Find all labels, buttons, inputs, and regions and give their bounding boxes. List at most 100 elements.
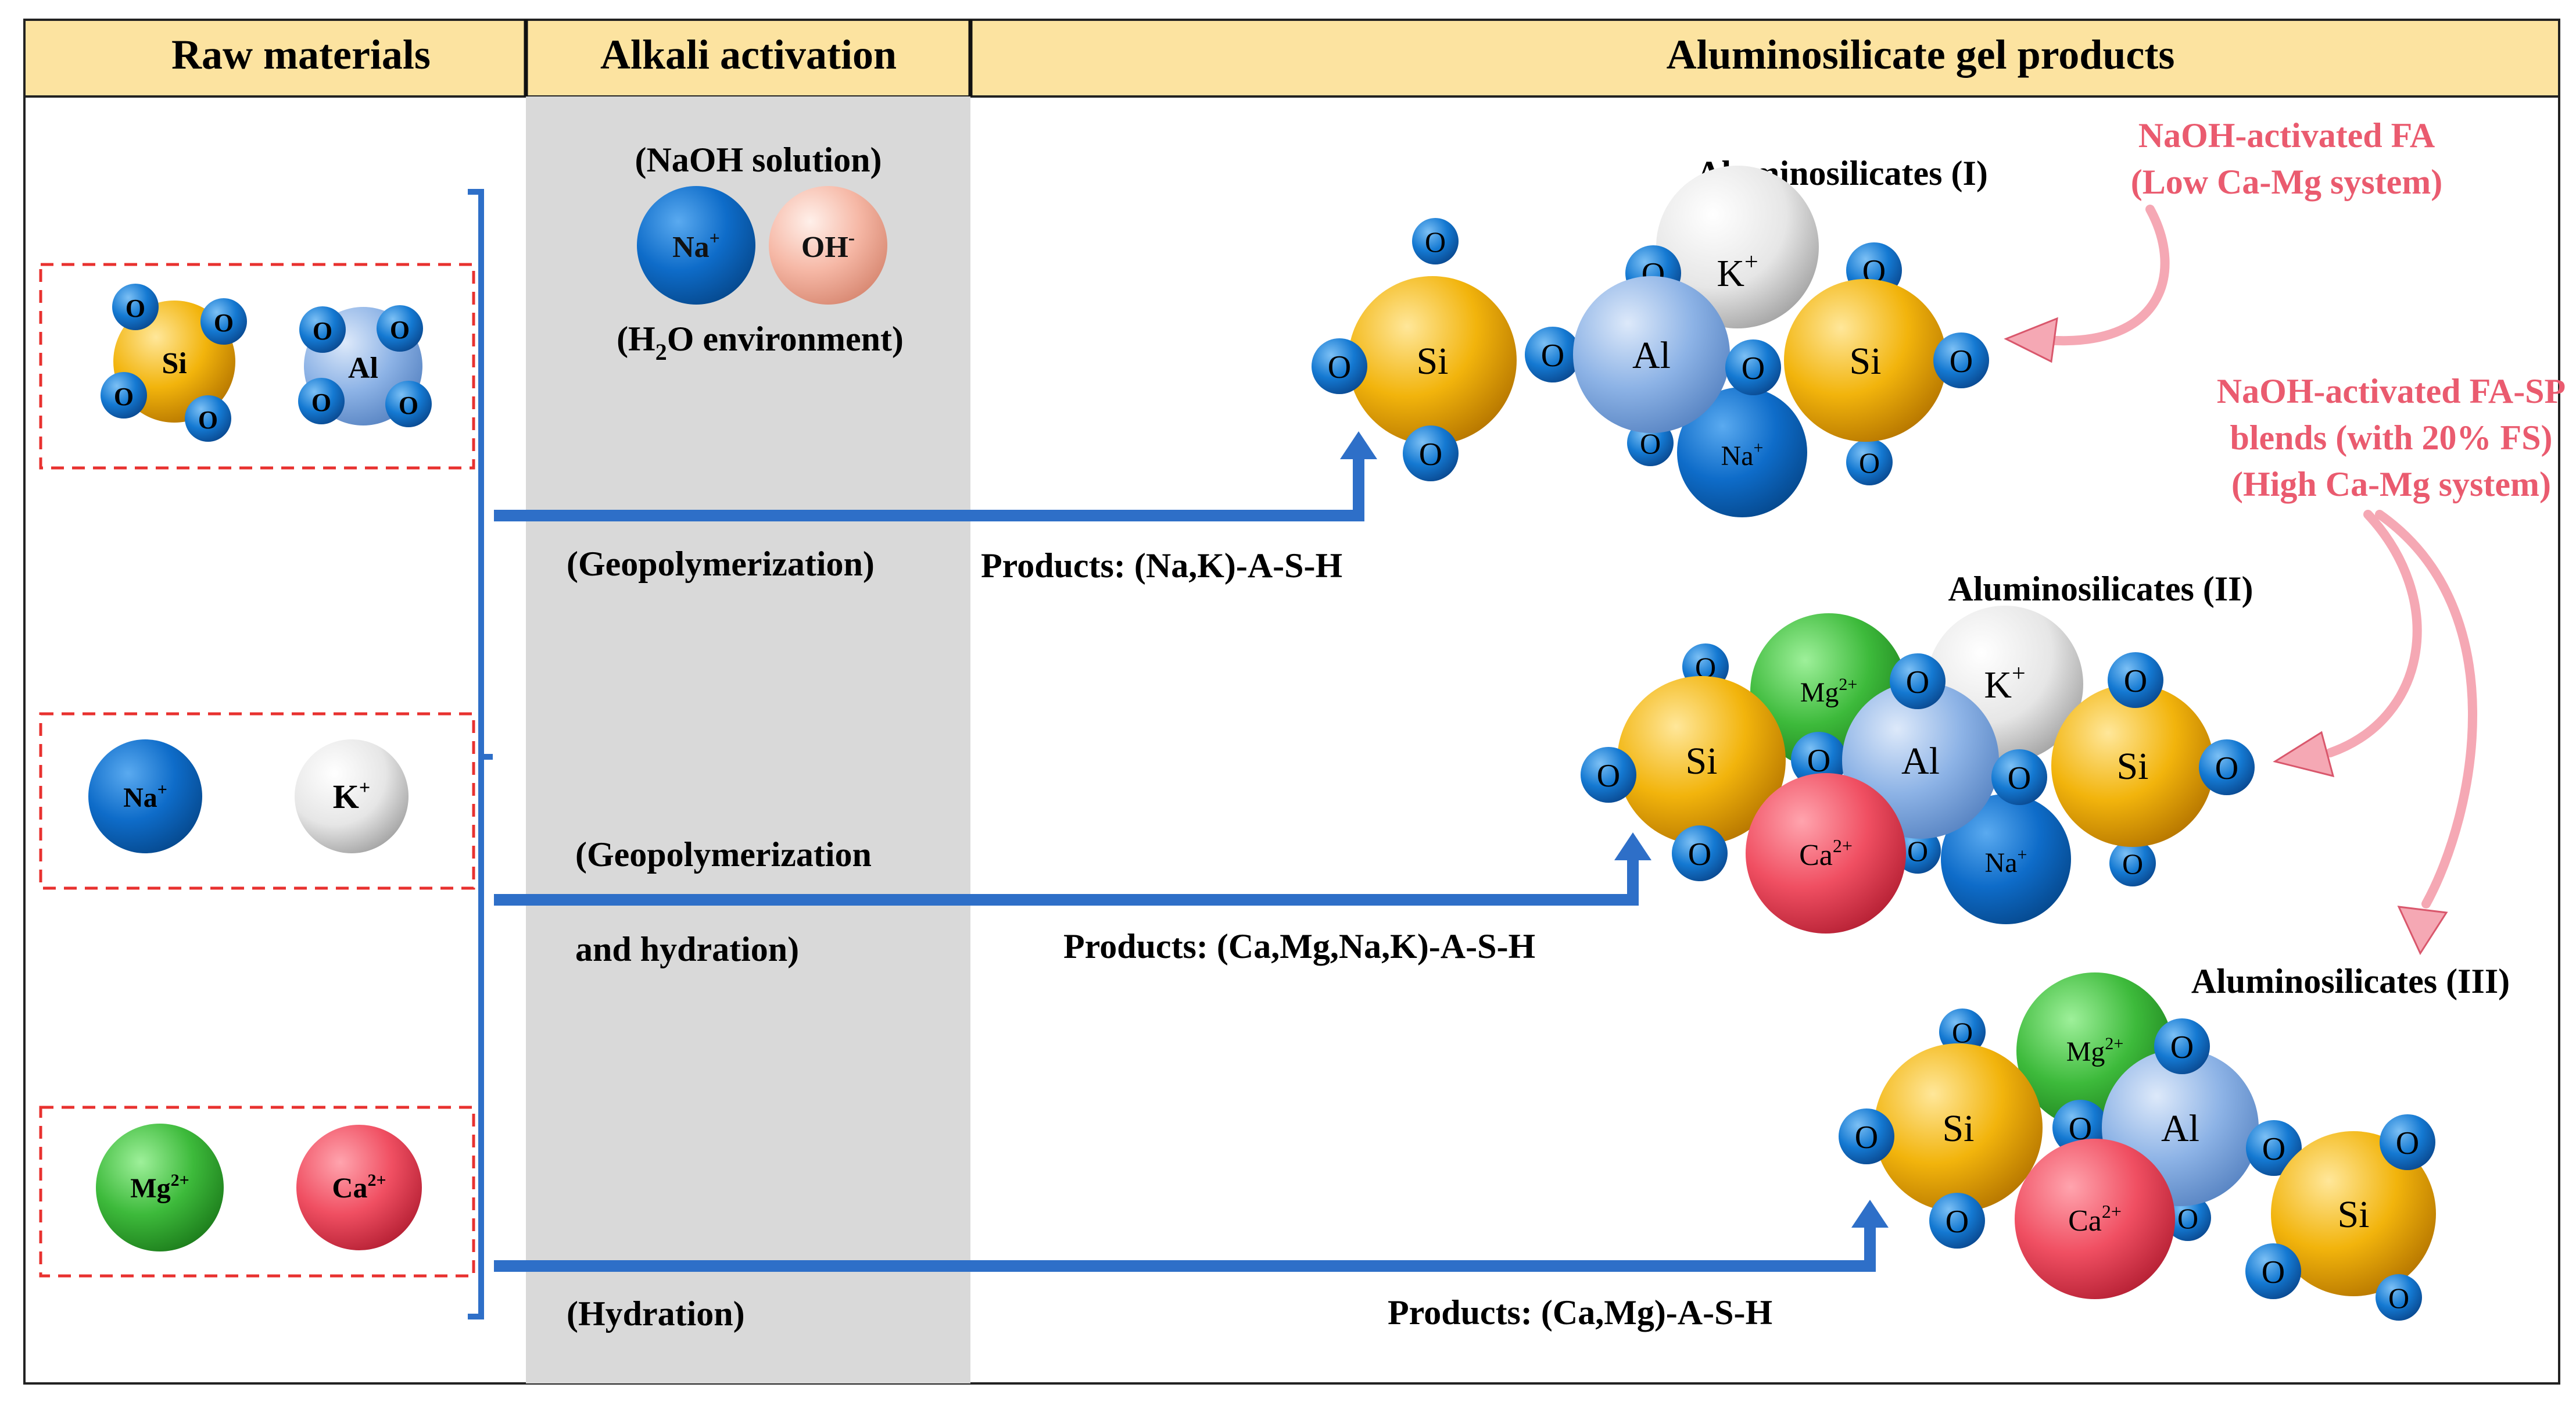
svg-text:Si: Si [1942,1107,1974,1150]
aluminosilicate-structure-1: O K+ O O Na+ O O Si O O O Al O Si O [1312,166,1989,517]
svg-text:O: O [1950,344,1973,380]
raw-mg-ion [96,1124,224,1251]
arrow-head-3 [1851,1200,1889,1228]
raw-si-label: Si [162,347,187,380]
header-bar [23,19,2560,98]
svg-text:Al: Al [1632,334,1671,377]
svg-text:Al: Al [1901,740,1940,782]
arrow-path-2 [494,849,1639,906]
svg-text:Ca2+: Ca2+ [2068,1201,2122,1238]
svg-text:O: O [1688,836,1711,872]
raw-ca-label: Ca2+ [332,1171,386,1204]
raw-na-ion [88,739,202,853]
svg-text:O: O [1742,351,1765,387]
oh-ion-solution [769,186,887,305]
svg-text:Si: Si [1849,340,1881,382]
process-hydration: (Hydration) [567,1294,745,1333]
arrow-head-1 [1340,431,1377,459]
svg-text:O: O [1906,664,1929,700]
activation-band [526,96,970,1383]
raw-box-si-al [39,263,475,470]
svg-text:Si: Si [2337,1193,2369,1236]
header-alkali-activation: Alkali activation [600,31,897,78]
raw-al-label: Al [348,352,378,385]
svg-text:Na+: Na+ [1721,438,1764,471]
aluminosilicate-title-2: Aluminosilicates (II) [1948,570,2253,608]
pink-arrow-fasp-lower [2375,510,2477,909]
svg-text:Na+: Na+ [1985,845,2027,878]
svg-text:O: O [390,316,410,344]
raw-si-oxygens: O O O O [101,284,247,442]
svg-text:O: O [1952,1016,1973,1049]
svg-text:O: O [1597,758,1620,794]
svg-text:O: O [313,317,332,345]
raw-box-na-k [39,712,475,890]
svg-text:Mg2+: Mg2+ [1800,675,1858,708]
arrow-head-2 [1614,832,1651,860]
arrow-path-3 [494,1216,1876,1272]
svg-text:O: O [1859,446,1880,479]
svg-text:K+: K+ [1984,660,2025,706]
product-label-1: Products: (Na,K)-A-S-H [981,546,1342,585]
svg-text:O: O [2262,1131,2285,1167]
svg-text:O: O [2396,1125,2419,1161]
svg-text:O: O [1419,437,1442,473]
raw-al-oxygens: O O O O [298,305,432,427]
svg-text:O: O [1807,743,1830,779]
svg-text:O: O [1907,835,1928,867]
svg-text:O: O [2170,1029,2194,1065]
svg-text:Si: Si [1685,740,1717,782]
svg-text:Mg2+: Mg2+ [2066,1034,2124,1067]
svg-text:Si: Si [1416,340,1448,382]
svg-text:O: O [1855,1120,1878,1156]
aluminosilicate-structure-2: O Mg2+ K+ O O Na+ Si O O O Al O O Ca2+ S… [1581,606,2255,934]
svg-text:O: O [2008,760,2031,796]
pink-arrow-fasp-upper [2326,510,2422,757]
svg-text:O: O [2122,847,2143,880]
process-geo-hydration-1: (Geopolymerization [575,835,872,874]
aluminosilicate-title-3: Aluminosilicates (III) [2191,962,2510,1000]
svg-text:O: O [2262,1254,2285,1290]
svg-text:Si: Si [2116,745,2148,788]
svg-text:O: O [311,388,331,417]
svg-text:O: O [126,294,145,323]
svg-text:O: O [1328,349,1351,385]
raw-box-mg-ca [39,1106,475,1278]
raw-k-ion [295,739,409,853]
pink-arrow-fasp-lower-head [2397,906,2448,956]
svg-text:Ca2+: Ca2+ [1799,835,1853,872]
raw-mg-label: Mg2+ [130,1171,189,1204]
svg-text:O: O [214,309,234,337]
svg-text:O: O [1425,226,1446,258]
annotation-fasp-line1: NaOH-activated FA-SP [2217,372,2566,410]
annotation-fa-line1: NaOH-activated FA [2138,116,2435,155]
annotation-fasp-line2: blends (with 20% FS) [2230,419,2552,457]
svg-text:O: O [2124,663,2147,699]
aluminosilicate-structure-3: O Mg2+ O Si O O O Al O Ca2+ O Si O O O [1839,972,2436,1321]
pink-arrow-fa-head [2004,317,2058,363]
svg-text:Al: Al [2161,1107,2199,1150]
header-raw-materials: Raw materials [171,31,431,78]
svg-text:O: O [1946,1204,1969,1240]
svg-text:O: O [2215,750,2238,786]
svg-text:K+: K+ [1717,249,1758,295]
raw-na-label: Na+ [123,780,167,813]
product-label-3: Products: (Ca,Mg)-A-S-H [1388,1293,1772,1332]
svg-text:O: O [1541,338,1564,374]
process-geopolymerization: (Geopolymerization) [567,545,875,583]
arrow-path-1 [494,448,1364,521]
svg-text:O: O [399,391,418,420]
raw-k-label: K+ [333,777,371,816]
svg-text:O: O [2388,1282,2409,1314]
product-label-2: Products: (Ca,Mg,Na,K)-A-S-H [1063,927,1535,965]
pink-arrow-fasp-upper-head [2273,731,2335,778]
na-ion-solution [637,186,755,305]
svg-text:O: O [114,382,134,411]
naoh-solution-label: (NaOH solution) [635,141,882,179]
h2o-environment-label: (H2O environment) [617,320,904,365]
svg-text:O: O [2177,1202,2198,1235]
pink-arrow-fa [2041,205,2170,346]
annotation-fasp-line3: (High Ca-Mg system) [2231,465,2551,503]
raw-ca-ion [296,1125,422,1250]
